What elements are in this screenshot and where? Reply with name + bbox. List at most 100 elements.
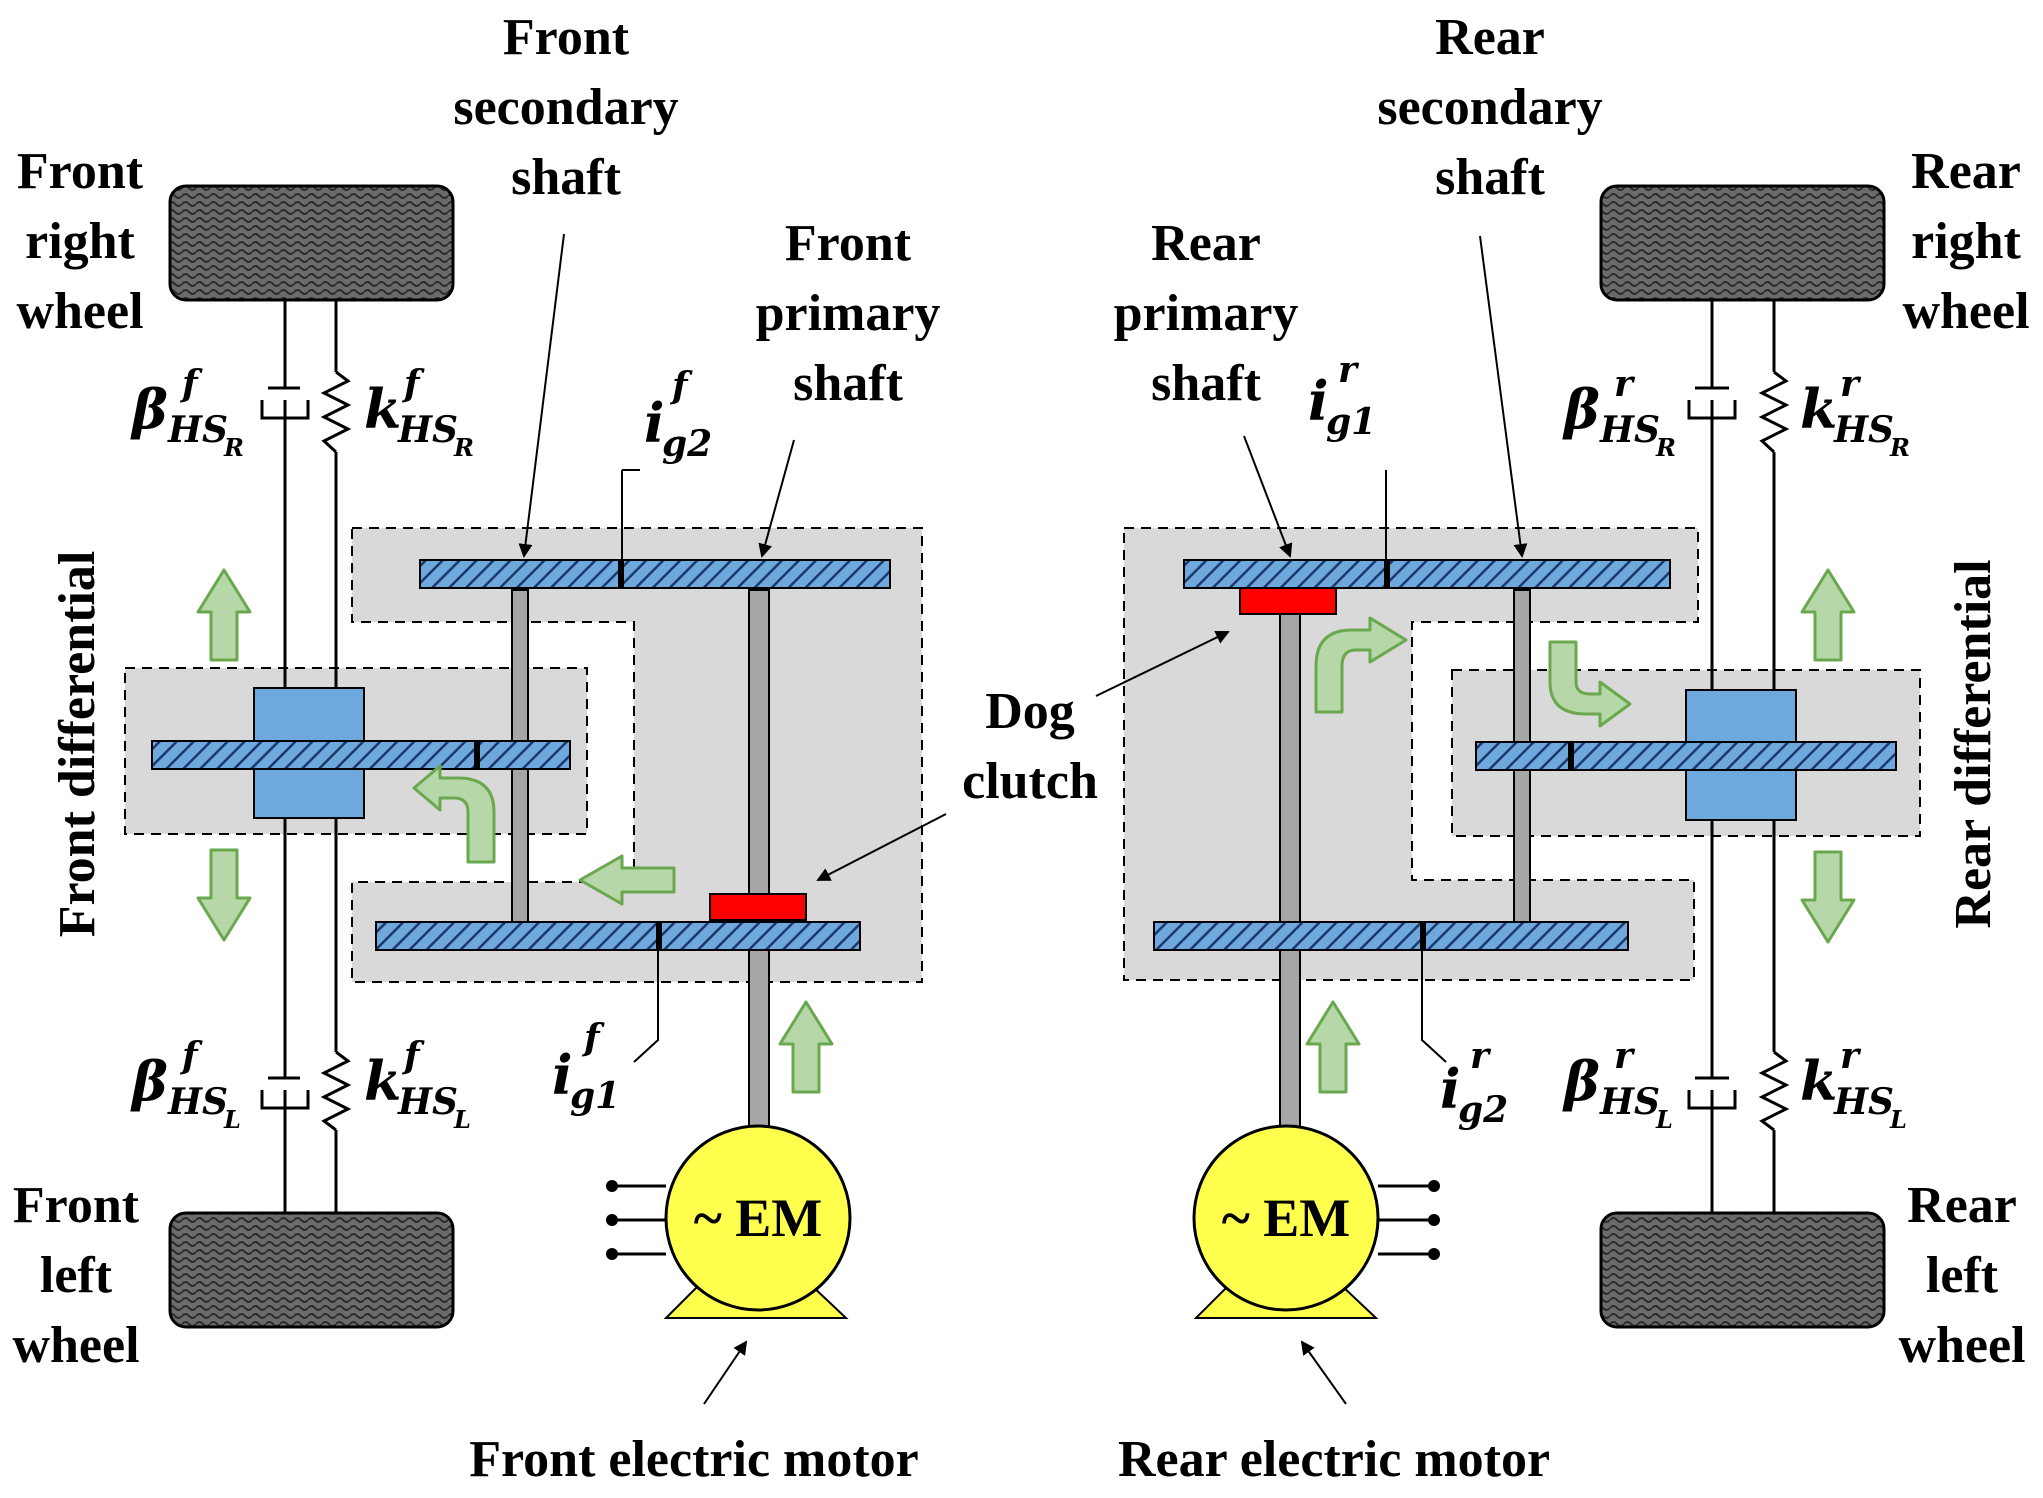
rear-left-spring [1758, 1050, 1790, 1132]
front-electric-motor: ~ EM [606, 1124, 852, 1319]
rear-electric-motor: ~ EM [1192, 1124, 1440, 1319]
svg-text:wheel: wheel [1898, 1317, 2025, 1374]
rear-mesh-markers [1384, 560, 1574, 950]
svg-text:L: L [1655, 1105, 1673, 1134]
svg-text:wheel: wheel [16, 283, 143, 340]
svg-text:HS: HS [1833, 1081, 1894, 1123]
svg-text:HS: HS [1599, 409, 1660, 451]
svg-text:g1: g1 [1326, 401, 1376, 443]
svg-text:r: r [1338, 349, 1360, 391]
svg-text:shaft: shaft [1435, 149, 1545, 206]
symbol-i-g2-front: i f g2 [644, 365, 712, 465]
svg-text:shaft: shaft [793, 355, 903, 412]
front-primary-shaft-vertical [748, 589, 770, 1131]
svg-text:HS: HS [397, 1081, 458, 1123]
arrow-curved-icon [1548, 640, 1632, 728]
svg-text:r: r [1470, 1035, 1492, 1077]
rear-left-wheel-label: Rear left wheel [1898, 1177, 2025, 1374]
svg-text:Rear: Rear [1907, 1177, 2017, 1234]
svg-text:Dog: Dog [985, 683, 1075, 740]
rear-primary-shaft-label: Rear primary shaft [1114, 215, 1299, 412]
rear-right-wheel-label: Rear right wheel [1902, 143, 2029, 340]
front-motor-text: ~ EM [694, 1188, 823, 1248]
front-top-gear [419, 559, 891, 589]
svg-text:R: R [453, 433, 474, 462]
arrow-up-icon [196, 568, 252, 662]
svg-text:clutch: clutch [962, 753, 1098, 810]
rear-diff-gear [1475, 741, 1897, 771]
svg-text:secondary: secondary [1377, 79, 1602, 136]
symbol-k-front-L: k f HS L [364, 1035, 471, 1134]
arrow-up-icon [1305, 1000, 1361, 1094]
arrow-up-icon [778, 1000, 834, 1094]
svg-text:g2: g2 [662, 423, 712, 465]
svg-text:left: left [1926, 1247, 1999, 1304]
front-right-damper [260, 386, 310, 432]
svg-text:k: k [364, 377, 401, 441]
svg-text:HS: HS [167, 409, 228, 451]
svg-text:k: k [1800, 377, 1837, 441]
svg-text:g1: g1 [570, 1075, 620, 1117]
front-left-wheel [168, 1211, 455, 1329]
svg-text:i: i [1440, 1057, 1461, 1121]
svg-text:HS: HS [1833, 409, 1894, 451]
arrow-curved-icon [1314, 616, 1408, 714]
symbol-beta-rear-R: β r HS R [1562, 363, 1676, 462]
rear-top-gear [1183, 559, 1671, 589]
symbol-beta-front-L: β f HS L [130, 1035, 241, 1134]
svg-text:i: i [644, 391, 665, 455]
rear-half-shafts [1710, 300, 1776, 1213]
symbol-beta-front-R: β f HS R [130, 363, 244, 462]
svg-text:β: β [130, 377, 168, 441]
arrow-down-icon [196, 848, 252, 942]
pointer-lines [518, 233, 1528, 1405]
symbol-k-front-R: k f HS R [364, 363, 474, 462]
svg-text:Front: Front [785, 215, 912, 272]
svg-text:f: f [401, 1035, 425, 1077]
front-electric-motor-label: Front electric motor [469, 1431, 918, 1488]
svg-text:HS: HS [397, 409, 458, 451]
svg-text:Front: Front [503, 9, 630, 66]
svg-text:shaft: shaft [1151, 355, 1261, 412]
front-primary-shaft-label: Front primary shaft [756, 215, 941, 412]
symbol-i-g1-rear: i r g1 [1308, 349, 1376, 443]
svg-text:R: R [1889, 433, 1910, 462]
symbol-i-g1-front: i f g1 [552, 1017, 620, 1117]
rear-secondary-shaft-label: Rear secondary shaft [1377, 9, 1602, 206]
svg-text:r: r [1614, 1035, 1636, 1077]
svg-text:f: f [669, 365, 693, 407]
svg-text:r: r [1840, 363, 1862, 405]
svg-text:g2: g2 [1458, 1089, 1508, 1131]
front-dog-clutch [709, 893, 807, 921]
front-right-wheel-label: Front right wheel [16, 143, 143, 340]
svg-text:k: k [364, 1049, 401, 1113]
rear-differential-label: Rear differential [1945, 559, 2002, 928]
svg-text:β: β [1562, 1049, 1600, 1113]
rear-right-damper [1687, 386, 1737, 432]
front-left-spring [320, 1050, 352, 1132]
svg-text:f: f [401, 363, 425, 405]
front-half-shafts [283, 300, 338, 1213]
svg-text:secondary: secondary [453, 79, 678, 136]
svg-text:Front: Front [13, 1177, 140, 1234]
svg-text:i: i [552, 1043, 573, 1107]
symbol-i-g2-rear: i r g2 [1440, 1035, 1508, 1131]
svg-text:r: r [1614, 363, 1636, 405]
svg-text:r: r [1840, 1035, 1862, 1077]
symbol-k-rear-R: k r HS R [1800, 363, 1910, 462]
front-right-spring [320, 370, 352, 454]
svg-text:i: i [1308, 369, 1329, 433]
svg-text:R: R [1655, 433, 1676, 462]
front-secondary-shaft-label: Front secondary shaft [453, 9, 678, 206]
rear-left-wheel [1599, 1211, 1886, 1329]
dog-clutch-label: Dog clutch [962, 683, 1098, 810]
svg-text:left: left [40, 1247, 113, 1304]
svg-text:Rear: Rear [1435, 9, 1545, 66]
svg-text:primary: primary [1114, 285, 1299, 342]
front-left-damper [260, 1076, 310, 1110]
power-flow-arrows [196, 568, 1856, 1094]
svg-text:right: right [1911, 213, 2021, 270]
svg-text:Rear: Rear [1911, 143, 2021, 200]
arrow-curved-icon [412, 764, 496, 864]
svg-text:wheel: wheel [1902, 283, 2029, 340]
